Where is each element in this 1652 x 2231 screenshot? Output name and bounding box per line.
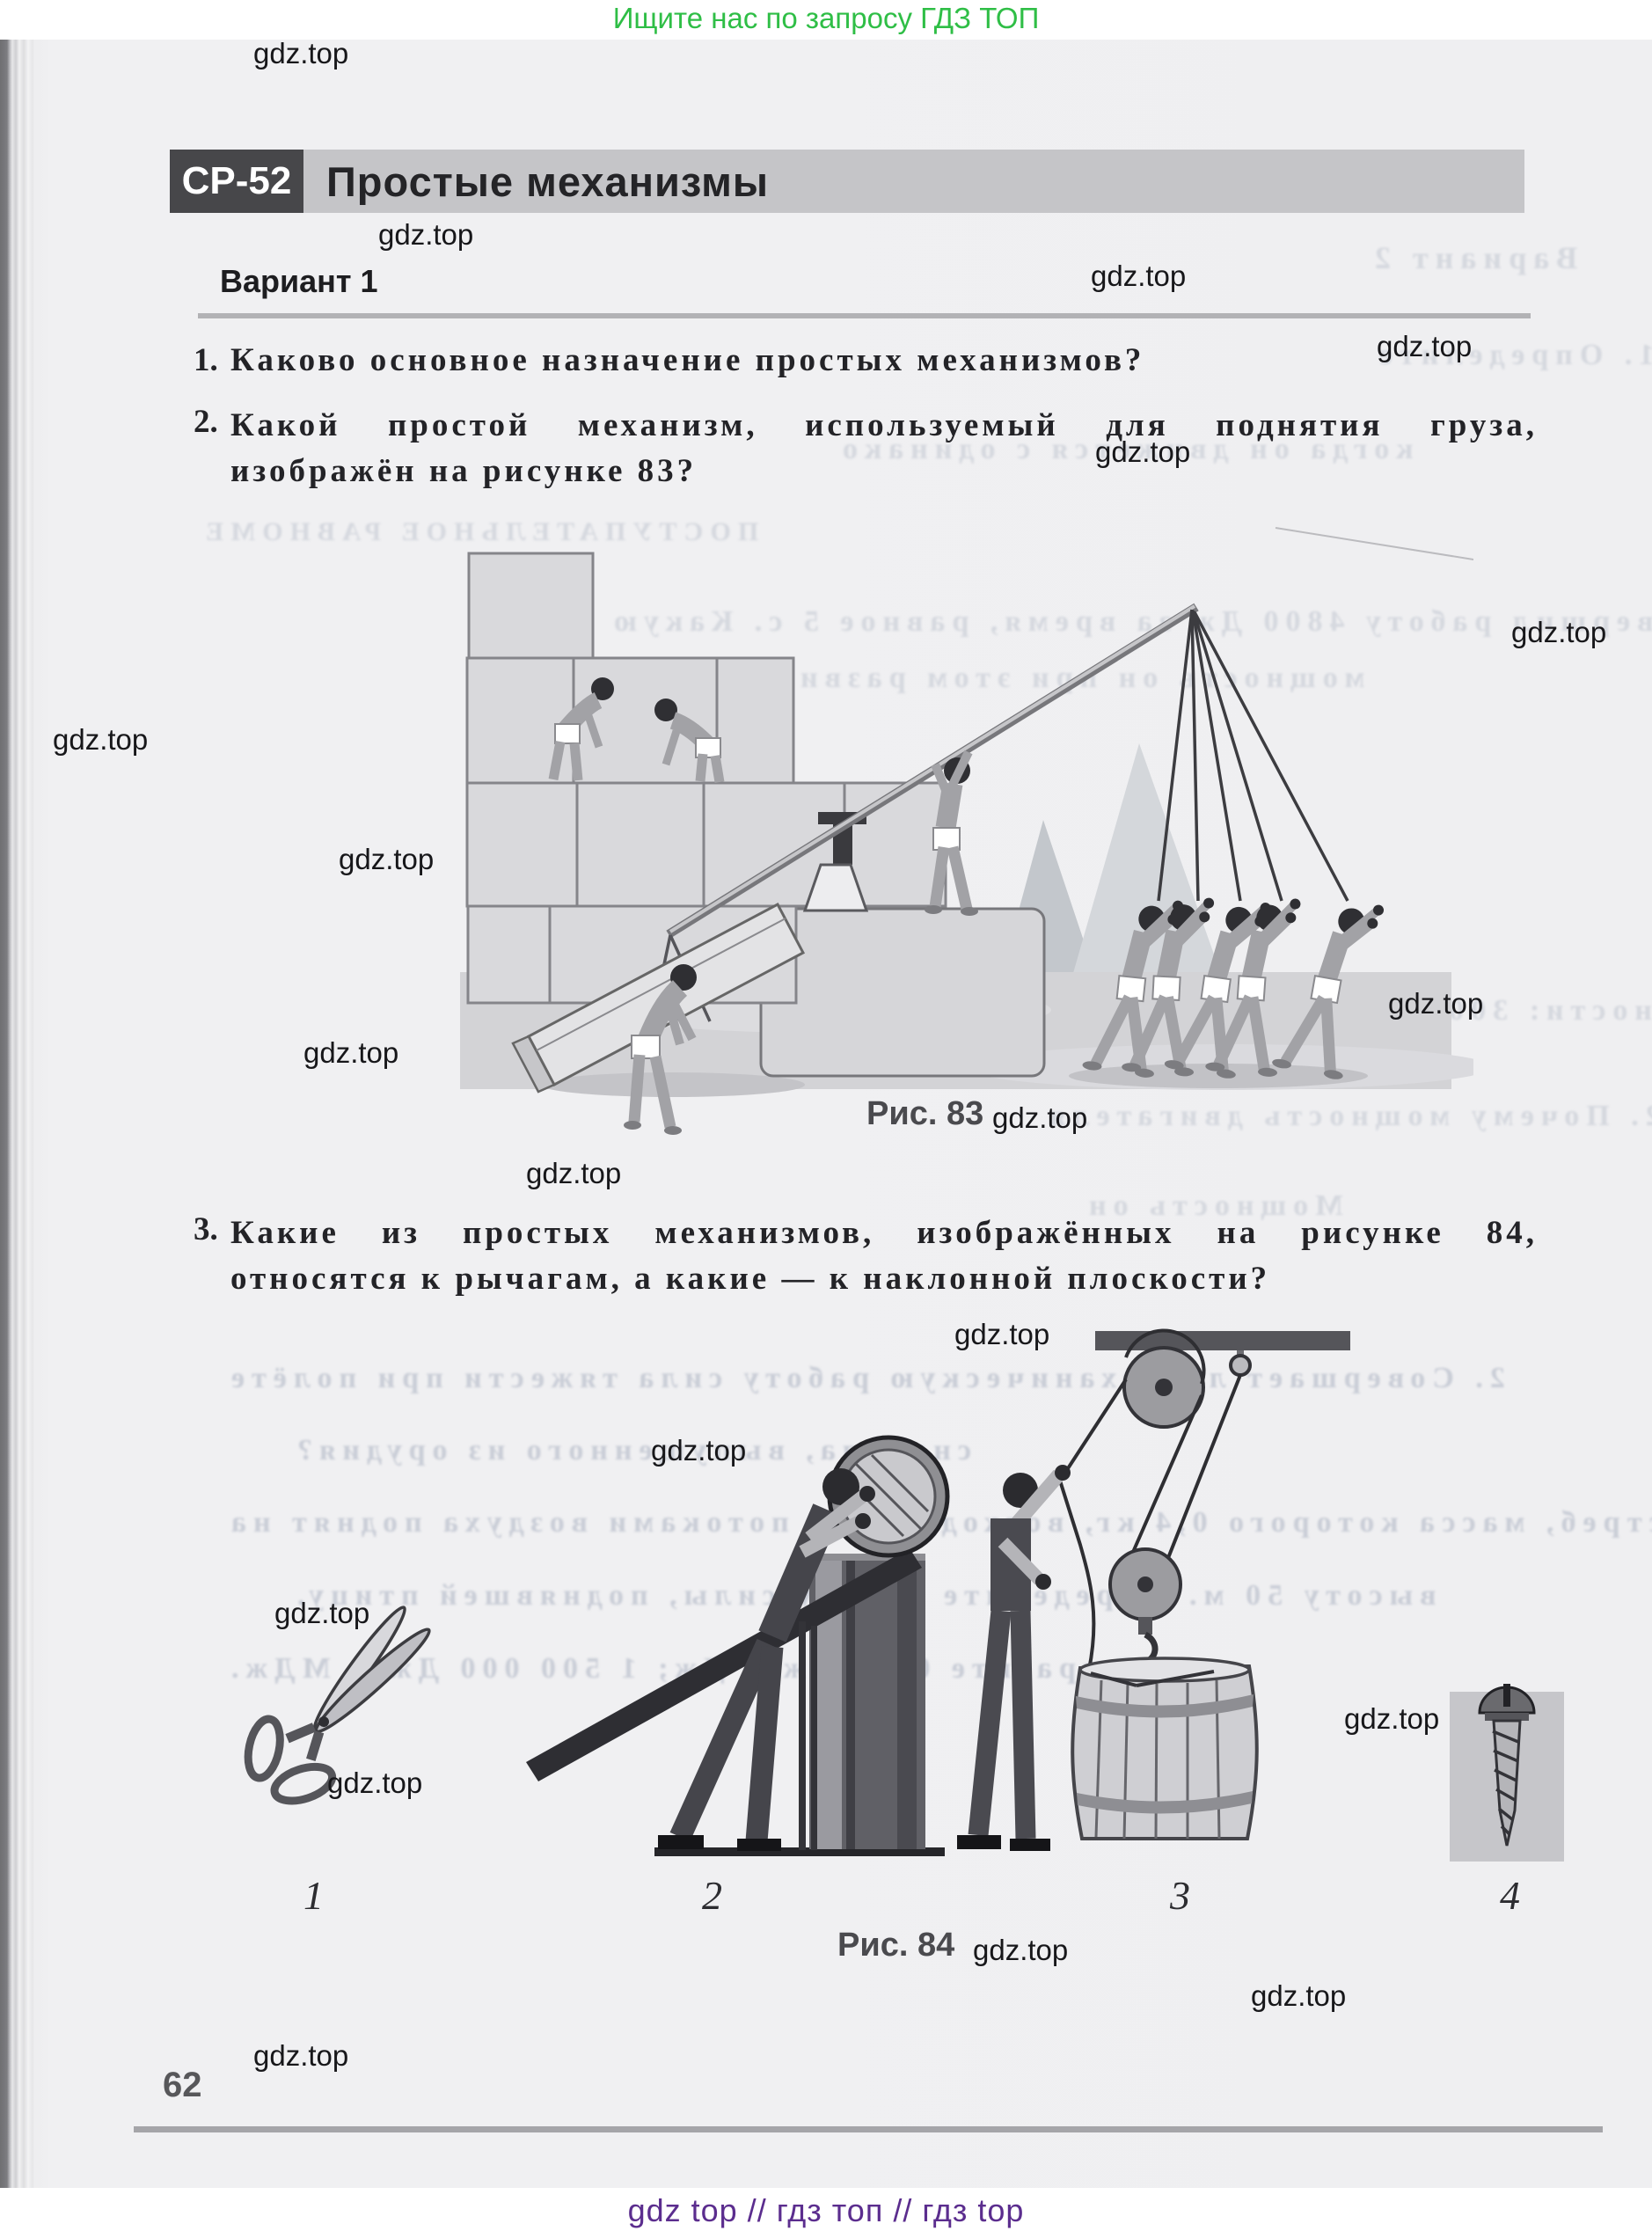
- question-number: 1.: [194, 342, 218, 378]
- watermark: gdz.top: [954, 1318, 1050, 1350]
- figure-84-item-label: 3: [1170, 1873, 1190, 1918]
- question-text: относятся к рычагам, а какие — к наклонн…: [230, 1261, 1271, 1297]
- question-number: 3.: [194, 1211, 218, 1247]
- question-text: Какие из простых механизмов, изображённы…: [230, 1215, 1538, 1251]
- watermark: gdz.top: [1344, 1702, 1440, 1735]
- variant-label: Вариант 1: [220, 263, 378, 299]
- scissors-icon: [244, 1606, 431, 1805]
- figure-83-lever-illustration: [460, 527, 1473, 1135]
- watermark: gdz.top: [253, 2039, 349, 2072]
- watermark: gdz.top: [303, 1036, 399, 1069]
- figure-84-mechanisms-illustration: [244, 1328, 1564, 1862]
- watermark: gdz.top: [1377, 330, 1473, 362]
- watermark: gdz.top: [53, 723, 149, 756]
- question-text: Какой простой механизм, используемый для…: [230, 407, 1538, 443]
- bleed-line: Вариант 2: [1368, 240, 1578, 275]
- screw-in-wood: [1450, 1684, 1564, 1862]
- bottom-rule: [134, 2126, 1603, 2132]
- watermark: gdz.top: [526, 1157, 622, 1189]
- watermark: gdz.top: [274, 1597, 370, 1629]
- divider-rule: [198, 313, 1531, 318]
- watermark: gdz.top: [339, 843, 435, 875]
- pulley-system-scene: [957, 1328, 1350, 1851]
- watermark: gdz.top: [992, 1101, 1088, 1134]
- watermark: gdz.top: [378, 218, 474, 251]
- book-binding-edge: [0, 40, 35, 2188]
- inclined-plane-scene: [526, 1435, 950, 1856]
- section-code-box: СР-52: [170, 150, 303, 213]
- watermark: gdz.top: [1091, 260, 1187, 292]
- watermark: gdz.top: [327, 1767, 423, 1799]
- watermark: gdz.top: [973, 1934, 1069, 1966]
- section-title: Простые механизмы: [326, 157, 770, 205]
- question-number: 2.: [194, 404, 218, 440]
- question-text: изображён на рисунке 83?: [230, 453, 698, 489]
- figure-83-caption: Рис. 83: [866, 1095, 984, 1132]
- promo-bottom-text: gdz top // гдз топ // гдз top: [627, 2192, 1025, 2228]
- watermark: gdz.top: [1095, 435, 1191, 468]
- watermark: gdz.top: [1388, 987, 1484, 1020]
- watermark: gdz.top: [1251, 1979, 1347, 2012]
- page-number: 62: [163, 2066, 202, 2104]
- watermark: gdz.top: [651, 1434, 747, 1467]
- figure-84-item-label: 4: [1500, 1873, 1520, 1918]
- watermark: gdz.top: [253, 37, 349, 69]
- figure-84-caption: Рис. 84: [837, 1927, 955, 1964]
- section-title-bar: Простые механизмы: [303, 150, 1524, 213]
- promo-top-text: Ищите нас по запросу ГДЗ ТОП: [612, 2, 1040, 34]
- question-text: Каково основное назначение простых механ…: [230, 342, 1145, 378]
- figure-84-item-label: 2: [702, 1873, 722, 1918]
- figure-84-item-label: 1: [303, 1873, 324, 1918]
- watermark: gdz.top: [1511, 616, 1607, 648]
